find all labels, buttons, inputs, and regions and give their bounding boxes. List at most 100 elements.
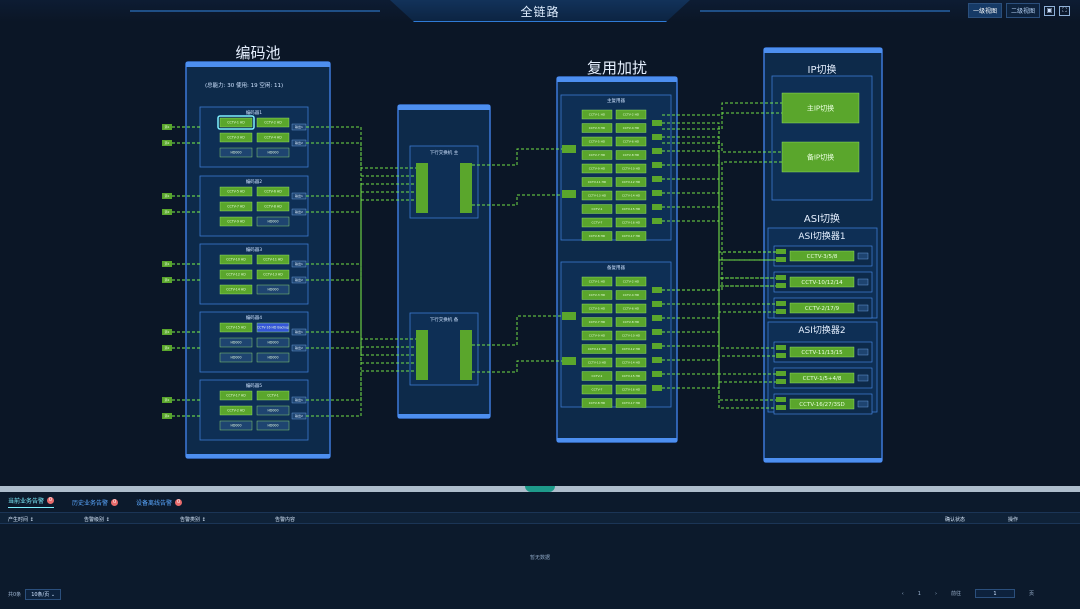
mux-output-port[interactable] (652, 329, 662, 335)
page-size-select[interactable]: 10条/页 ⌄ (25, 589, 62, 600)
encoder-module[interactable] (256, 337, 290, 348)
encoder-module[interactable] (219, 284, 253, 295)
encoder-module[interactable] (256, 132, 290, 143)
mux-module[interactable] (615, 317, 647, 327)
mux-module[interactable] (581, 330, 613, 341)
mux-module[interactable] (615, 344, 647, 354)
mux-module[interactable] (615, 330, 647, 341)
encoder-input-port[interactable] (162, 277, 172, 283)
mux-module[interactable] (615, 123, 647, 133)
encoder-input-port[interactable] (162, 397, 172, 403)
tab-history-alarms[interactable]: 历史业务告警 0 (72, 496, 119, 508)
encoder-module[interactable] (256, 420, 290, 431)
encoder-input-port[interactable] (162, 413, 172, 419)
asi-input-port[interactable] (776, 275, 786, 280)
asi-input-port[interactable] (776, 309, 786, 314)
mux-module[interactable] (615, 357, 647, 368)
mux-module[interactable] (615, 290, 647, 300)
encoder-module[interactable] (256, 269, 290, 280)
encoder-module[interactable] (219, 132, 253, 143)
fullscreen-icon[interactable]: ⛶ (1059, 5, 1070, 16)
encoder-input-port[interactable] (162, 193, 172, 199)
mux-output-port[interactable] (652, 134, 662, 140)
mux-module[interactable] (615, 371, 647, 381)
encoder-module[interactable] (219, 269, 253, 280)
backup-ip-switch-button[interactable] (781, 141, 860, 173)
next-page-button[interactable]: › (934, 590, 937, 597)
asi-output-port[interactable] (857, 252, 869, 260)
asi-channel-button[interactable] (789, 346, 855, 358)
asi-output-port[interactable] (857, 278, 869, 286)
mux-output-port[interactable] (652, 120, 662, 126)
prev-page-button[interactable]: ‹ (901, 590, 904, 597)
mux-output-port[interactable] (652, 301, 662, 307)
asi-input-port[interactable] (776, 379, 786, 384)
encoder-module[interactable] (256, 254, 290, 265)
mux-module[interactable] (581, 231, 613, 241)
encoder-input-port[interactable] (162, 329, 172, 335)
goto-page-input[interactable]: 1 (974, 589, 1015, 598)
encoder-module[interactable] (219, 322, 253, 333)
asi-input-port[interactable] (776, 397, 786, 402)
mux-output-port[interactable] (652, 371, 662, 377)
switch-2[interactable]: 下行交换机 备 (409, 312, 479, 386)
encoder-module[interactable] (219, 390, 253, 401)
mux-output-port[interactable] (652, 287, 662, 293)
encoder-module[interactable] (256, 322, 290, 333)
encoder-module[interactable] (256, 201, 290, 212)
mux-module[interactable] (615, 217, 647, 228)
main-ip-switch-button[interactable] (781, 92, 860, 124)
encoder-module[interactable] (256, 117, 290, 128)
mux-module[interactable] (581, 217, 613, 228)
asi-channel-button[interactable] (789, 398, 855, 410)
mux-module[interactable] (581, 190, 613, 201)
asi-input-port[interactable] (776, 353, 786, 358)
mux-output-port[interactable] (652, 204, 662, 210)
asi-channel-button[interactable] (789, 250, 855, 262)
encoder-module[interactable] (256, 147, 290, 158)
asi-channel-button[interactable] (789, 276, 855, 288)
mux-module[interactable] (581, 109, 613, 120)
encoder-module[interactable] (219, 117, 253, 128)
mux-module[interactable] (581, 303, 613, 314)
mux-output-port[interactable] (652, 190, 662, 196)
asi-input-port[interactable] (776, 405, 786, 410)
mux-module[interactable] (615, 276, 647, 287)
mux-module[interactable] (581, 371, 613, 381)
encoder-input-port[interactable] (162, 209, 172, 215)
mux-module[interactable] (615, 136, 647, 147)
mux-output-port[interactable] (652, 343, 662, 349)
asi-channel-button[interactable] (789, 372, 855, 384)
tab-offline-alarms[interactable]: 设备离线告警 0 (136, 496, 183, 508)
mux-module[interactable] (615, 190, 647, 201)
asi-input-port[interactable] (776, 371, 786, 376)
asi-input-port[interactable] (776, 283, 786, 288)
mux-output-port[interactable] (652, 176, 662, 182)
mux-module[interactable] (615, 163, 647, 174)
encoder-module[interactable] (219, 147, 253, 158)
encoder-module[interactable] (219, 420, 253, 431)
mux-module[interactable] (581, 163, 613, 174)
encoder-module[interactable] (219, 201, 253, 212)
encoder-input-port[interactable] (162, 124, 172, 130)
mux-module[interactable] (581, 204, 613, 214)
asi-input-port[interactable] (776, 345, 786, 350)
asi-output-port[interactable] (857, 348, 869, 356)
mux-output-port[interactable] (652, 218, 662, 224)
mux-module[interactable] (615, 384, 647, 395)
mux-module[interactable] (581, 384, 613, 395)
asi-input-port[interactable] (776, 301, 786, 306)
encoder-module[interactable] (219, 216, 253, 227)
mux-module[interactable] (615, 109, 647, 120)
encoder-module[interactable] (256, 405, 290, 416)
asi-input-port[interactable] (776, 249, 786, 254)
encoder-module[interactable] (219, 186, 253, 197)
mux-module[interactable] (615, 231, 647, 241)
asi-switcher-1[interactable]: ASI切换器1CCTV-3/5/8CCTV-10/12/14CCTV-2/17/… (767, 227, 878, 319)
mux-module[interactable] (581, 317, 613, 327)
mux-module[interactable] (581, 276, 613, 287)
